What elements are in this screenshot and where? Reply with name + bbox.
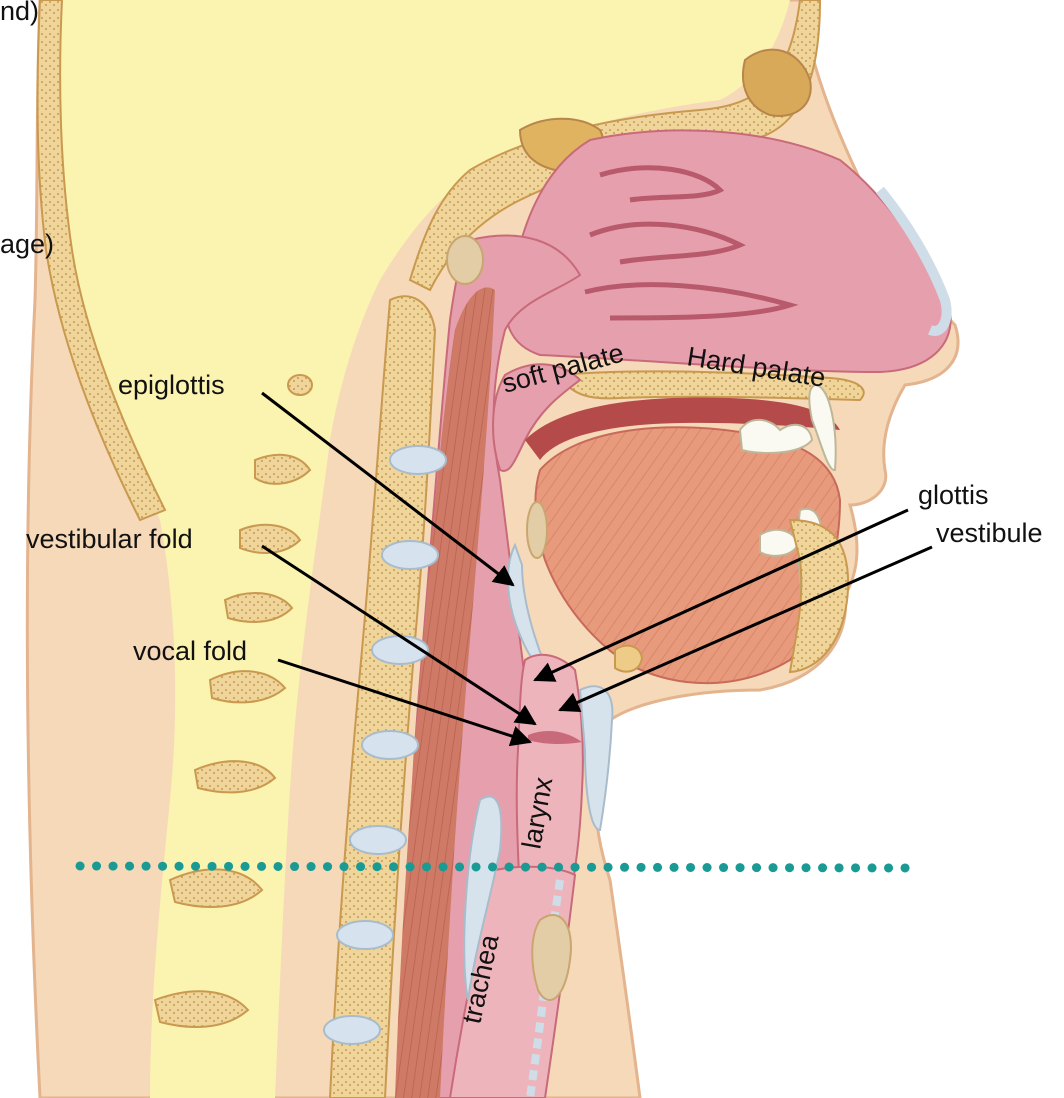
label-vestibular-fold: vestibular fold [26, 524, 193, 554]
tonsil [527, 502, 547, 558]
label-glottis: glottis [918, 480, 989, 510]
label-vocal-fold: vocal fold [133, 636, 247, 666]
cut-label-top: nd) [0, 0, 39, 26]
hyoid [615, 646, 642, 672]
upper-molars [740, 420, 812, 453]
label-epiglottis: epiglottis [118, 370, 225, 400]
label-vestibule: vestibule [936, 518, 1043, 548]
cut-label-mid: age) [0, 229, 54, 259]
lower-molar [760, 530, 798, 556]
adenoid [447, 236, 483, 284]
